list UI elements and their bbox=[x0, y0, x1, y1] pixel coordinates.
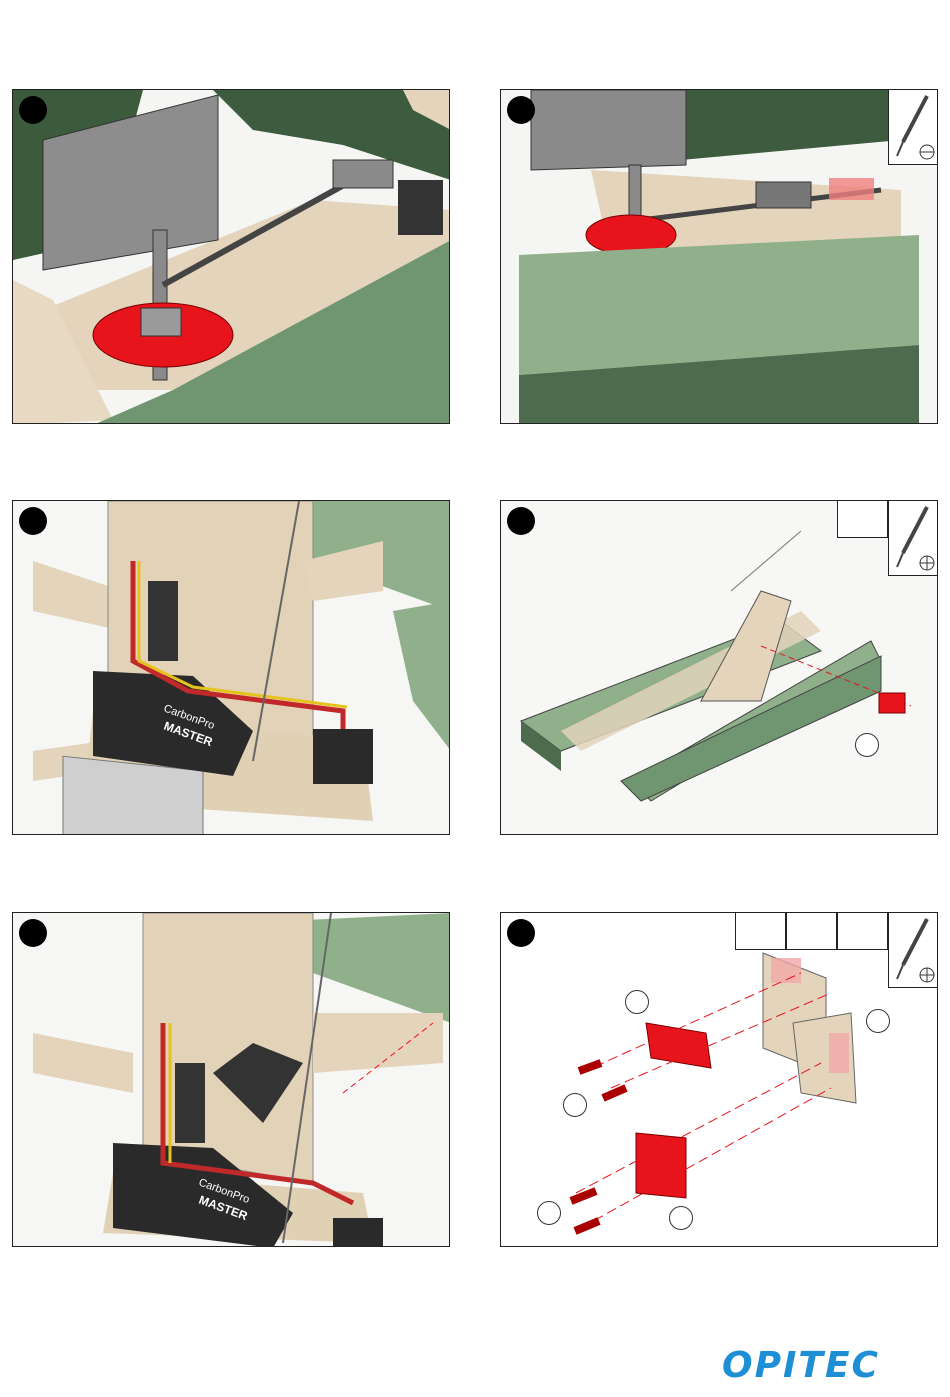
step-marker bbox=[19, 507, 47, 535]
illustration-servo-mount: CarbonPro MASTER bbox=[13, 913, 450, 1247]
illustration-catamaran-switch bbox=[501, 501, 938, 835]
phillips-screwdriver-icon bbox=[889, 501, 938, 577]
step-marker bbox=[507, 919, 535, 947]
instruction-panel-6 bbox=[500, 912, 938, 1247]
step-marker bbox=[507, 96, 535, 124]
illustration-rudder-linkage bbox=[501, 90, 938, 424]
instruction-panel-2 bbox=[500, 89, 938, 424]
instruction-panel-1 bbox=[12, 89, 450, 424]
tool-box bbox=[888, 500, 938, 576]
tool-box bbox=[888, 89, 938, 165]
callout-circle bbox=[563, 1093, 587, 1117]
illustration-microswitch-mount bbox=[501, 913, 938, 1247]
opitec-logo: OPITEC bbox=[722, 1350, 930, 1382]
callout-circle bbox=[866, 1009, 890, 1033]
callout-circle bbox=[855, 733, 879, 757]
step-marker bbox=[507, 507, 535, 535]
tool-box bbox=[888, 912, 938, 988]
empty-label-box bbox=[837, 500, 888, 538]
flat-screwdriver-icon bbox=[889, 90, 938, 166]
empty-label-box bbox=[735, 912, 786, 950]
instruction-panel-3: CarbonPro MASTER bbox=[12, 500, 450, 835]
phillips-screwdriver-icon bbox=[889, 913, 938, 989]
empty-label-box bbox=[786, 912, 837, 950]
instruction-panel-4 bbox=[500, 500, 938, 835]
illustration-rudder-gear bbox=[13, 90, 450, 424]
step-marker bbox=[19, 919, 47, 947]
step-marker bbox=[19, 96, 47, 124]
callout-circle bbox=[537, 1201, 561, 1225]
empty-label-box bbox=[837, 912, 888, 950]
instruction-panel-5: CarbonPro MASTER bbox=[12, 912, 450, 1247]
callout-circle bbox=[669, 1206, 693, 1230]
callout-circle bbox=[625, 990, 649, 1014]
illustration-receiver-wiring: CarbonPro MASTER bbox=[13, 501, 450, 835]
